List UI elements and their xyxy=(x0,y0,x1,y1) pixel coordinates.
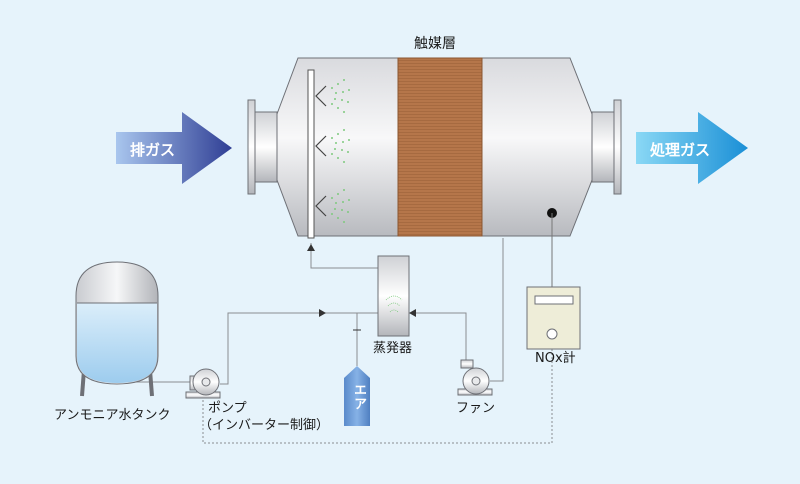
evaporator-label: 蒸発器 xyxy=(373,341,413,356)
control-signal-line xyxy=(202,349,553,444)
air-label: エア xyxy=(351,383,366,411)
pump xyxy=(185,368,221,399)
nox-meter-label: NOx計 xyxy=(535,351,576,366)
flow-arrowheads xyxy=(307,244,416,317)
catalyst-layer xyxy=(397,57,483,237)
pump-note-label: （インバーター制御） xyxy=(199,418,330,433)
air-cylinder xyxy=(344,366,370,426)
fan xyxy=(457,359,493,396)
ammonia-tank xyxy=(75,261,159,397)
catalyst-layer-label: 触媒層 xyxy=(414,36,456,52)
treated-gas-label: 処理ガス xyxy=(650,141,711,159)
reactor-inlet-flange xyxy=(247,99,278,195)
exhaust-gas-label: 排ガス xyxy=(130,141,176,159)
piping xyxy=(116,238,504,385)
treated-gas-arrow xyxy=(636,112,748,184)
nox-meter xyxy=(526,286,581,350)
nox-sampling-probe xyxy=(547,208,557,287)
exhaust-gas-arrow xyxy=(116,112,232,184)
pump-label: ポンプ xyxy=(208,401,247,416)
injection-lance xyxy=(307,69,327,239)
spray-pattern xyxy=(331,79,350,223)
evaporator xyxy=(377,255,410,337)
reactor-outlet-flange xyxy=(591,99,622,195)
ammonia-tank-label: アンモニア水タンク xyxy=(54,408,171,423)
fan-label: ファン xyxy=(456,401,496,416)
